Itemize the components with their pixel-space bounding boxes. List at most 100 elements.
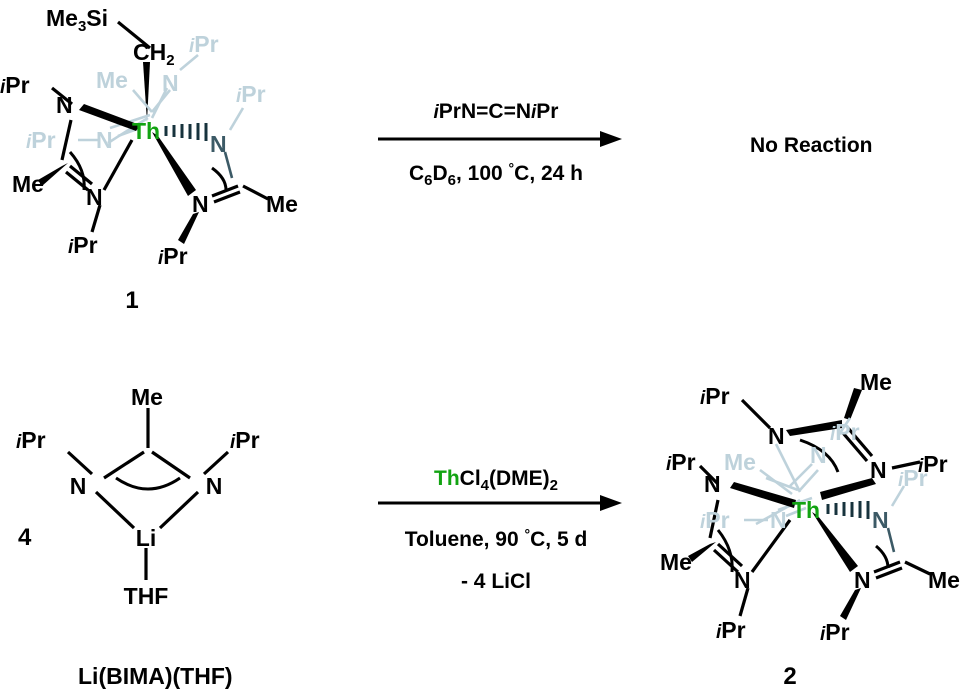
wedge-ch2-th [143,62,150,122]
condition-2-reagent: ThCl4(DME)2 [434,467,558,494]
label-me-right: Me [266,191,298,217]
bond-c-n-right-4 [151,450,191,480]
bond-n-ipr-lower-left [90,204,102,233]
bond-n-th-lowerleft-2 [750,519,792,573]
bond-n-li-left-4 [94,490,136,530]
label-n-right: N [210,131,227,157]
label-n-topright-2: N [870,457,887,483]
bond-ipr-n-left-4 [66,450,94,476]
label-n-upper-left: N [56,92,73,118]
arc-pale-chelate-back [107,116,149,145]
label-ipr-pale-top: iPr [189,31,219,57]
bond-n-c-right [223,151,234,179]
label-n-pale-left-2: N [770,507,787,533]
label-me-pale-top: Me [96,67,128,93]
wedge-n-c-top-2 [786,420,842,436]
label-me-left-2: Me [660,549,692,575]
label-n-pale-inner-2: N [810,442,827,468]
condition-2-byproduct: - 4 LiCl [461,570,531,593]
condition-2-solvent: Toluene, 90 °C, 5 d [405,526,588,551]
label-n-lowerleft-2: N [734,567,751,593]
label-ch2: CH2 [133,39,175,69]
arc-chelate-top-2 [799,438,840,473]
label-me-pale-2: Me [724,449,756,475]
wedge-c-me-left-2 [688,542,716,562]
label-n-lower-right: N [192,191,209,217]
bond-pale-me-c-2 [765,476,799,492]
structure-compound-1: Me3Si CH2 Me N iPr N iPr Th iPr N Me N i… [0,5,298,314]
wedge-n-ipr-lower-right [178,212,199,244]
hashed-bond-th-n-right [164,123,208,141]
label-ipr-lower-right: iPr [158,243,188,269]
wedge-n-th-topright-2 [820,478,876,500]
structure-compound-4: Me N N Li THF iPr iPr 4 Li(BIMA)(THF) [16,384,260,689]
label-ipr-lowerleft-2: iPr [716,617,746,643]
bond-n-c-lowerright-2 [873,560,901,574]
bond-c-me-right-2 [904,560,931,576]
bond-ipr-n-upper-left [51,86,73,106]
condition-1-reagent: iPrN=C=NiPr [434,100,559,123]
wedge-c-me-top-2 [844,388,862,420]
label-th-center: Th [132,118,160,144]
bond-si-ch2 [116,20,152,50]
bond-n-c-lowerright-2b [875,566,903,580]
bond-n-c-lower-right-2 [213,190,241,204]
label-n-left-4: N [70,473,87,499]
label-n-right-4: N [206,473,223,499]
bond-n-c-left [60,119,73,161]
label-ipr-lower-left: iPr [68,232,98,258]
bond-n-c-left-2 [708,499,720,539]
bond-n-li-right-4 [158,490,200,530]
arc-pale-chelate-left-2 [755,498,801,526]
label-ipr-lowerright-2: iPr [820,619,850,645]
bond-n-c-lower-right [211,184,239,198]
label-thf-4: THF [124,583,169,609]
bond-pale-n-ipr-right [228,107,245,131]
product-1-no-reaction: No Reaction [750,134,873,157]
label-th-center-2: Th [792,497,820,523]
label-ipr-upperleft-2: iPr [666,449,696,475]
label-ipr-right-4: iPr [230,427,260,453]
arc-chelate-right-2 [875,544,890,569]
label-ipr-pale-right: iPr [236,81,266,107]
bond-c-n-lowerleft-2 [712,548,740,574]
compound-number-1: 1 [125,287,138,314]
label-n-top-2: N [768,423,785,449]
compound-number-2: 2 [783,663,796,690]
label-n-pale-top: N [162,70,179,96]
label-ipr-pale-left: iPr [26,127,56,153]
wedge-n-ipr-lowerright-2 [840,588,861,620]
label-ipr-upper-left: iPr [0,72,30,98]
label-ipr-pale-top-2: iPr [830,419,860,445]
label-n-right-2: N [872,507,889,533]
caption-li-bima-thf: Li(BIMA)(THF) [78,663,233,689]
label-n-upperleft-2: N [704,471,721,497]
arc-chelate-right [211,166,228,191]
label-me3si: Me3Si [46,5,108,35]
arc-chelate-left [68,151,86,191]
wedge-th-n-lowerright-2 [812,512,858,572]
bond-ipr-n-top-2 [740,398,772,430]
condition-1-solvent: C6D6, 100 °C, 24 h [409,160,583,189]
bond-n-c-right-2 [886,527,896,553]
label-ipr-left-4: iPr [16,427,46,453]
bond-pale-me-c [132,89,153,113]
label-me-lowerright-2: Me [928,567,960,593]
label-ipr-pale-right-2: iPr [898,465,928,491]
reaction-arrow-1-head [600,131,622,147]
bond-pale-n-ipr-top [179,54,199,71]
bond-c-n-lower-left-2 [68,164,94,186]
label-me-top-4: Me [131,384,163,410]
bond-pale-n-th-top [150,87,169,119]
arc-chelate-lowerleft-2 [716,529,734,573]
label-n-lowerright-2: N [854,567,871,593]
reaction-arrow-2-group: ThCl4(DME)2 Toluene, 90 °C, 5 d - 4 LiCl [378,467,622,593]
label-n-pale-left: N [96,127,113,153]
bond-n-th-lower-left [102,139,134,191]
label-me-top-2: Me [860,369,892,395]
reaction-arrow-1-group: iPrN=C=NiPr C6D6, 100 °C, 24 h [378,100,622,189]
bond-pale-n-th-left-2 [785,506,807,518]
label-me-left: Me [12,171,44,197]
compound-number-4: 4 [18,524,32,551]
